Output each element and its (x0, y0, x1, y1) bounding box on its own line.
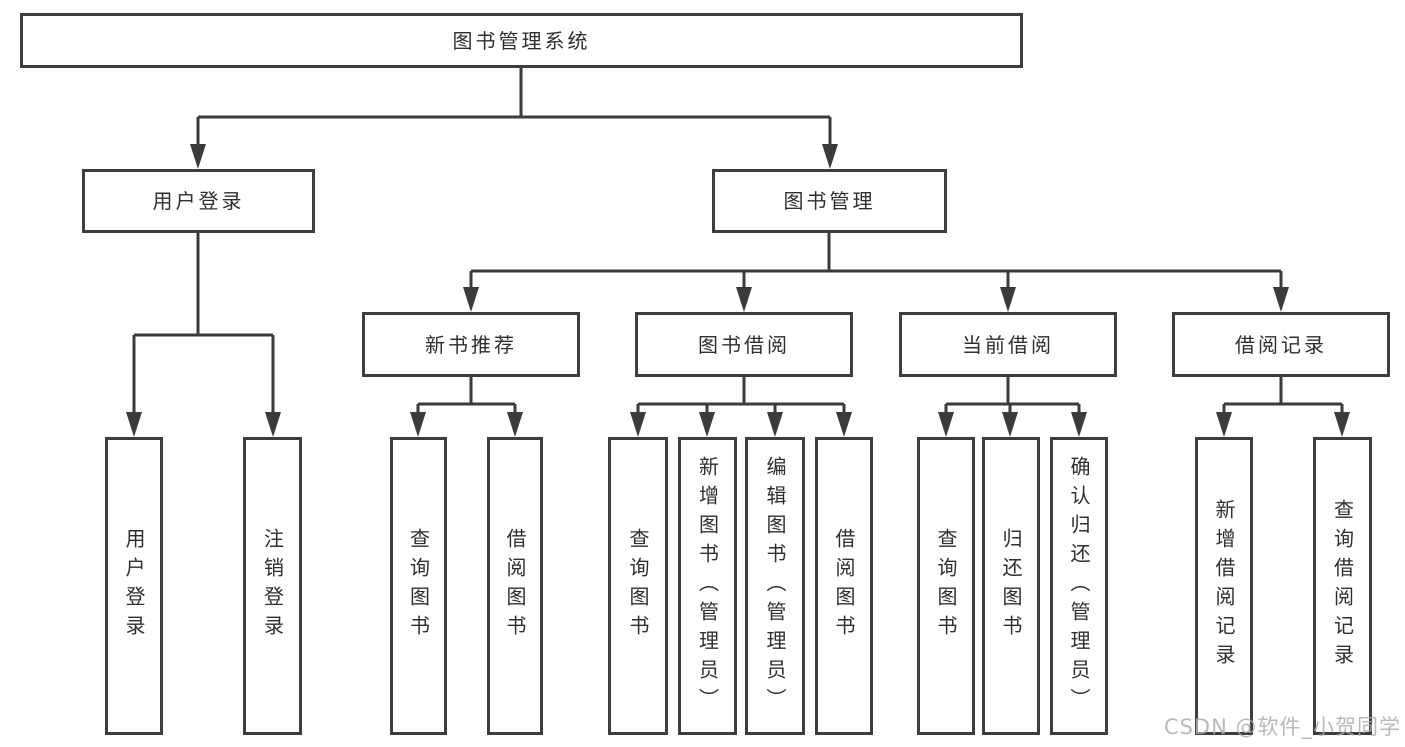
node-label: 查询图书 (626, 528, 650, 644)
leaf-query-borrow-record: 查询借阅记录 (1313, 437, 1372, 735)
leaf-user-login: 用户登录 (105, 437, 163, 735)
node-borrow-records: 借阅记录 (1172, 312, 1390, 377)
leaf-query-books-recommend: 查询图书 (390, 437, 447, 735)
node-label: 查询图书 (934, 528, 958, 644)
node-label: 新增借阅记录 (1212, 499, 1236, 673)
leaf-borrow-books: 借阅图书 (815, 437, 873, 735)
node-label: 借阅图书 (503, 528, 527, 644)
node-label: 当前借阅 (962, 332, 1054, 357)
node-label: 图书管理系统 (452, 28, 591, 53)
leaf-borrow-books-recommend: 借阅图书 (487, 437, 543, 735)
leaf-query-books-current: 查询图书 (917, 437, 975, 735)
node-current-borrow: 当前借阅 (899, 312, 1117, 377)
leaf-logout: 注销登录 (243, 437, 302, 735)
node-user-login-branch: 用户登录 (82, 169, 315, 233)
node-library-system: 图书管理系统 (20, 13, 1023, 68)
node-label: 图书管理 (783, 189, 876, 213)
node-label: 编辑图书（管理员） (763, 455, 787, 717)
node-label: 用户登录 (152, 189, 245, 213)
leaf-query-books-borrow: 查询图书 (608, 437, 668, 735)
node-label: 用户登录 (122, 528, 146, 644)
node-label: 图书借阅 (698, 332, 790, 357)
leaf-add-borrow-record: 新增借阅记录 (1195, 437, 1253, 735)
node-label: 借阅图书 (832, 528, 856, 644)
node-label: 确认归还（管理员） (1067, 455, 1091, 717)
csdn-watermark: CSDN @软件_小贺同学 (1163, 715, 1401, 739)
node-new-book-recommend: 新书推荐 (362, 312, 580, 377)
node-label: 查询图书 (406, 528, 431, 644)
leaf-add-book-admin: 新增图书（管理员） (678, 437, 737, 735)
node-label: 新书推荐 (425, 332, 517, 357)
node-label: 新增图书（管理员） (695, 455, 720, 717)
node-label: 注销登录 (260, 528, 285, 644)
node-label: 归还图书 (999, 528, 1023, 644)
leaf-edit-book-admin: 编辑图书（管理员） (745, 437, 805, 735)
leaf-confirm-return-admin: 确认归还（管理员） (1050, 437, 1108, 735)
node-book-borrow: 图书借阅 (635, 312, 853, 377)
node-label: 借阅记录 (1235, 332, 1327, 357)
node-label: 查询借阅记录 (1330, 499, 1355, 673)
leaf-return-book: 归还图书 (982, 437, 1040, 735)
node-book-mgmt-branch: 图书管理 (712, 169, 947, 233)
